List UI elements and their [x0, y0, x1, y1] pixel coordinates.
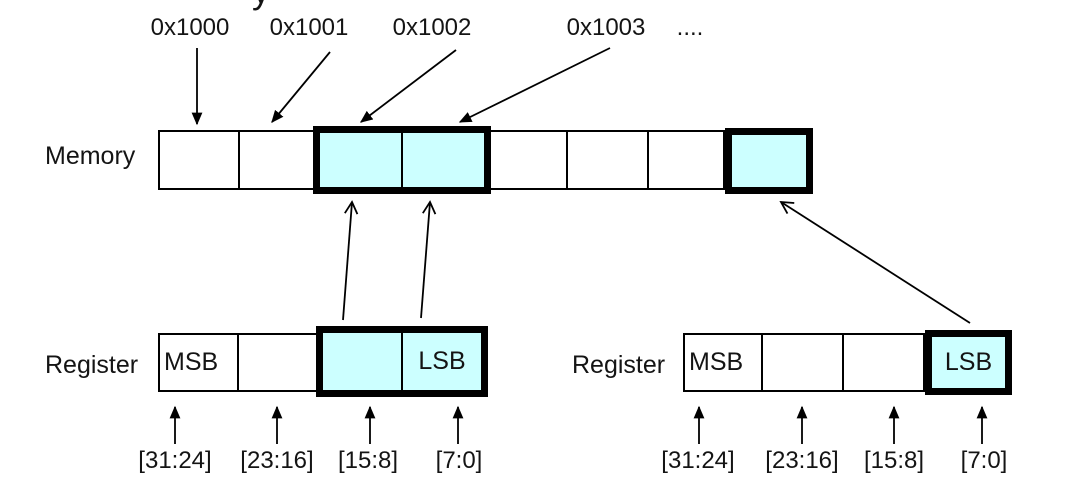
- right-register-cell-23-16: [763, 335, 844, 390]
- transfer-arrow-byte-0x1003: [420, 200, 437, 319]
- left-register-cell-23-16: [239, 335, 316, 390]
- right-bit-label-23-16: [23:16]: [765, 447, 839, 474]
- address-label-0x1002: 0x1002: [392, 14, 472, 41]
- left-register-msb-cell: MSB: [160, 335, 239, 390]
- address-arrow-0x1002: [359, 49, 457, 123]
- right-bit-label-7-0: [7:0]: [960, 447, 1008, 474]
- memory-cell-5: [568, 132, 649, 188]
- address-label-0x1003: 0x1003: [566, 14, 646, 41]
- right-register-msb-cell: MSB: [685, 335, 763, 390]
- clipped-title-fragment: y: [252, 0, 270, 12]
- address-arrow-0x1003: [458, 47, 611, 123]
- left-bit-label-7-0: [7:0]: [435, 447, 483, 474]
- right-register-lsb-cell: LSB: [925, 330, 1012, 395]
- right-bit-label-31-24: [31:24]: [661, 447, 735, 474]
- memory-highlighted-cell-0x1003: [403, 133, 484, 187]
- left-register-cell-15-8: [323, 333, 403, 390]
- memory-highlighted-byte-cell: [725, 128, 813, 194]
- left-register-lsb-cell: LSB: [418, 347, 466, 375]
- left-register-row: MSB: [158, 333, 318, 392]
- address-label-0x1001: 0x1001: [269, 14, 349, 41]
- memory-label: Memory: [45, 142, 136, 170]
- right-register-row: MSB: [683, 333, 925, 392]
- memory-cell-0x1001: [240, 132, 318, 188]
- right-register-label: Register: [572, 351, 666, 379]
- memory-cell-0x1000: [160, 132, 240, 188]
- right-bit-label-15-8: [15:8]: [863, 447, 925, 474]
- address-label-0x1000: 0x1000: [150, 14, 230, 41]
- left-bit-label-15-8: [15:8]: [337, 447, 399, 474]
- address-ellipsis: ....: [676, 14, 704, 41]
- left-register-label: Register: [45, 351, 139, 379]
- left-register-highlighted-cells: LSB: [316, 326, 488, 397]
- left-bit-label-23-16: [23:16]: [240, 447, 314, 474]
- memory-highlighted-cell-0x1002: [320, 133, 403, 187]
- memory-highlighted-word-cells: [313, 126, 491, 194]
- address-arrow-0x1001: [271, 51, 331, 123]
- transfer-arrow-single-byte: [779, 200, 971, 324]
- left-bit-label-31-24: [31:24]: [138, 447, 212, 474]
- transfer-arrow-byte-0x1002: [342, 200, 359, 321]
- memory-cell-4: [486, 132, 568, 188]
- right-register-cell-15-8: [844, 335, 923, 390]
- memory-cell-6: [649, 132, 723, 188]
